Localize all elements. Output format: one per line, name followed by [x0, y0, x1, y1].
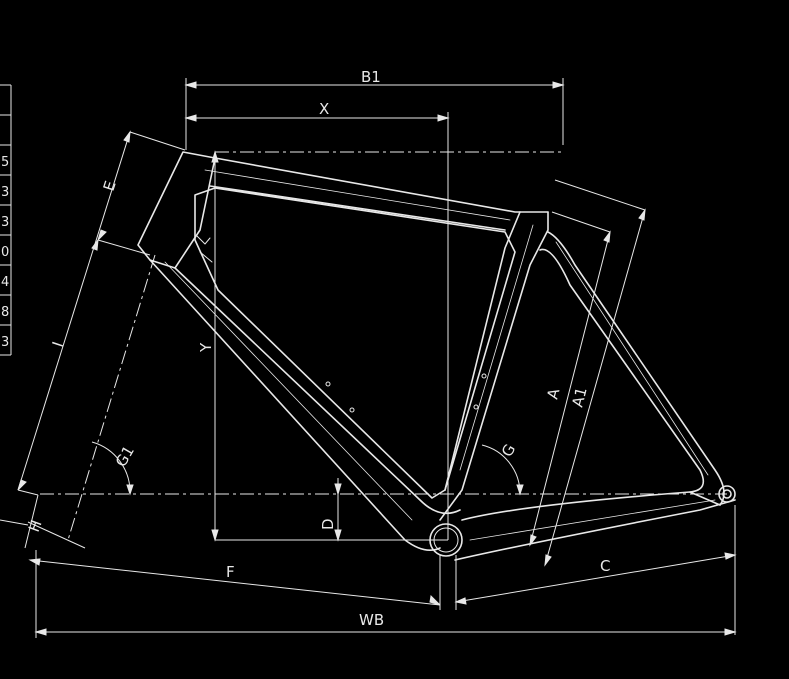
label-f: F — [226, 563, 235, 581]
label-e: E — [100, 179, 120, 194]
chain-stay-bottom — [454, 499, 736, 561]
label-y: Y — [197, 342, 215, 353]
label-x: X — [319, 100, 329, 118]
seat-stay-top — [547, 231, 725, 506]
table-cell: 8 — [1, 305, 9, 320]
geometry-table-fragment — [0, 84, 12, 356]
down-tube-top — [174, 267, 461, 515]
down-tube-bottom — [149, 259, 441, 551]
label-a1: A1 — [568, 385, 590, 409]
label-g: G — [498, 441, 519, 460]
seat-tube-front — [439, 211, 549, 521]
table-cell: 3 — [1, 185, 9, 200]
table-cell: 3 — [1, 335, 9, 350]
label-c: C — [600, 557, 610, 575]
table-cell: 4 — [1, 275, 9, 290]
frame-outline — [137, 151, 736, 561]
label-g1: G1 — [112, 443, 138, 470]
seat-tube-rear — [444, 211, 521, 491]
dimension-lines — [0, 78, 737, 638]
seat-stay-inner — [539, 248, 705, 493]
label-wb: WB — [359, 611, 384, 629]
top-tube-top — [214, 157, 549, 213]
table-cell: 3 — [1, 215, 9, 230]
chain-stay-top — [461, 491, 721, 521]
table-cell: 0 — [1, 245, 9, 260]
label-i: I — [49, 339, 67, 349]
label-h: H — [25, 518, 46, 535]
top-tube-bottom — [209, 185, 506, 231]
label-d: D — [319, 518, 337, 530]
head-tube — [137, 151, 216, 269]
label-a: A — [543, 386, 563, 401]
label-b1: B1 — [361, 68, 381, 86]
table-cell: 5 — [1, 155, 9, 170]
